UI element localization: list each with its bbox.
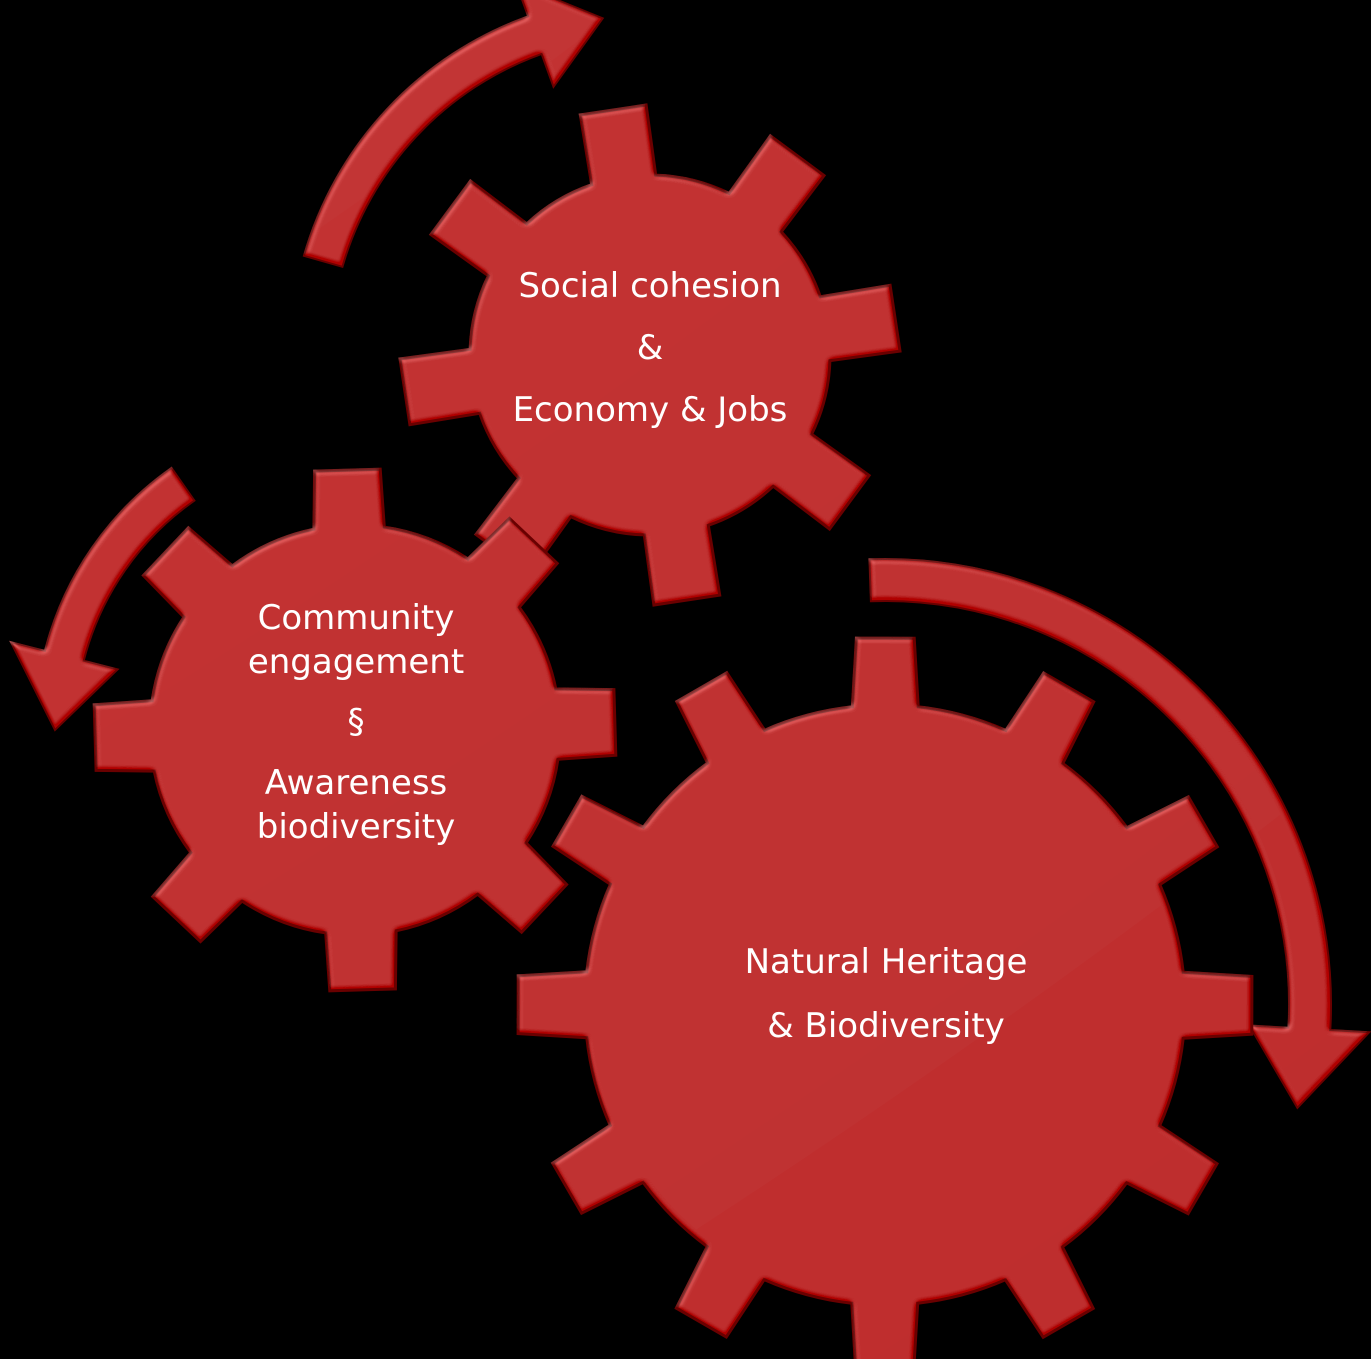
- label-line: Natural Heritage: [744, 942, 1028, 982]
- gear-label-social-economy: Social cohesion & Economy & Jobs: [460, 264, 840, 433]
- cycle-arrow-top: [302, 0, 605, 269]
- gear-social-economy: [398, 103, 902, 607]
- label-line: Social cohesion: [518, 266, 782, 306]
- label-line: & Biodiversity: [767, 1006, 1005, 1047]
- gear-label-natural-heritage: Natural Heritage & Biodiversity: [680, 940, 1092, 1048]
- label-line: engagement: [247, 642, 465, 683]
- gear-label-community-awareness: Community engagement § Awareness biodive…: [180, 596, 532, 849]
- label-line: &: [636, 328, 664, 369]
- cycle-arrow-left: [9, 466, 196, 732]
- label-line: Economy & Jobs: [512, 390, 788, 431]
- label-line: Community: [257, 598, 455, 638]
- gear-community-awareness: [92, 467, 618, 993]
- gear-natural-heritage: [516, 636, 1254, 1359]
- cycle-arrow-right: [868, 558, 1371, 1110]
- label-line: biodiversity: [256, 806, 456, 847]
- label-line: §: [347, 702, 365, 743]
- label-line: Awareness: [264, 762, 448, 803]
